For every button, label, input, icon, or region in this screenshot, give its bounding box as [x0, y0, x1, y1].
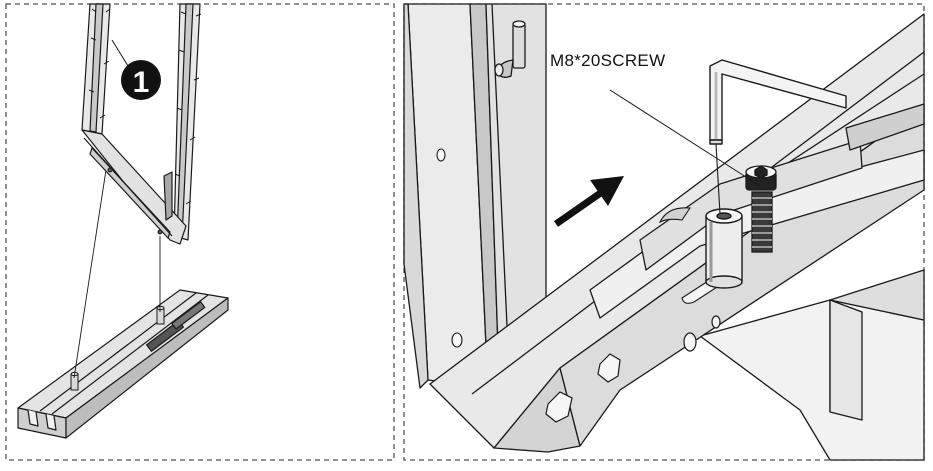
screw-label-leader	[609, 89, 761, 187]
tool-alignment-line	[715, 143, 721, 215]
post-hole-lower	[451, 332, 463, 348]
left-panel: 1	[5, 3, 395, 461]
base-rail	[17, 289, 229, 439]
step-leader-line	[111, 39, 129, 67]
post-holes	[436, 148, 463, 348]
alignment-line-front	[73, 169, 107, 379]
post-hook-upper	[494, 20, 526, 78]
standoff-spacer	[705, 208, 743, 289]
screw-label: M8*20SCREW	[550, 51, 665, 70]
upright-frame	[81, 3, 201, 245]
beam-hole-round	[683, 315, 721, 352]
frame-hooks	[88, 8, 202, 235]
rail-pin-rear	[156, 305, 165, 325]
beam-hole-hex	[545, 353, 621, 423]
step-badge: 1	[121, 60, 161, 100]
step-badge-circle	[121, 60, 161, 100]
step-number: 1	[133, 66, 150, 99]
vertical-post	[403, 3, 547, 405]
m8-screw	[745, 165, 777, 253]
direction-arrow	[554, 176, 624, 227]
right-panel: M8*20SCREW	[403, 3, 925, 461]
post-hole-upper	[436, 148, 446, 162]
base-support-block	[699, 269, 925, 461]
